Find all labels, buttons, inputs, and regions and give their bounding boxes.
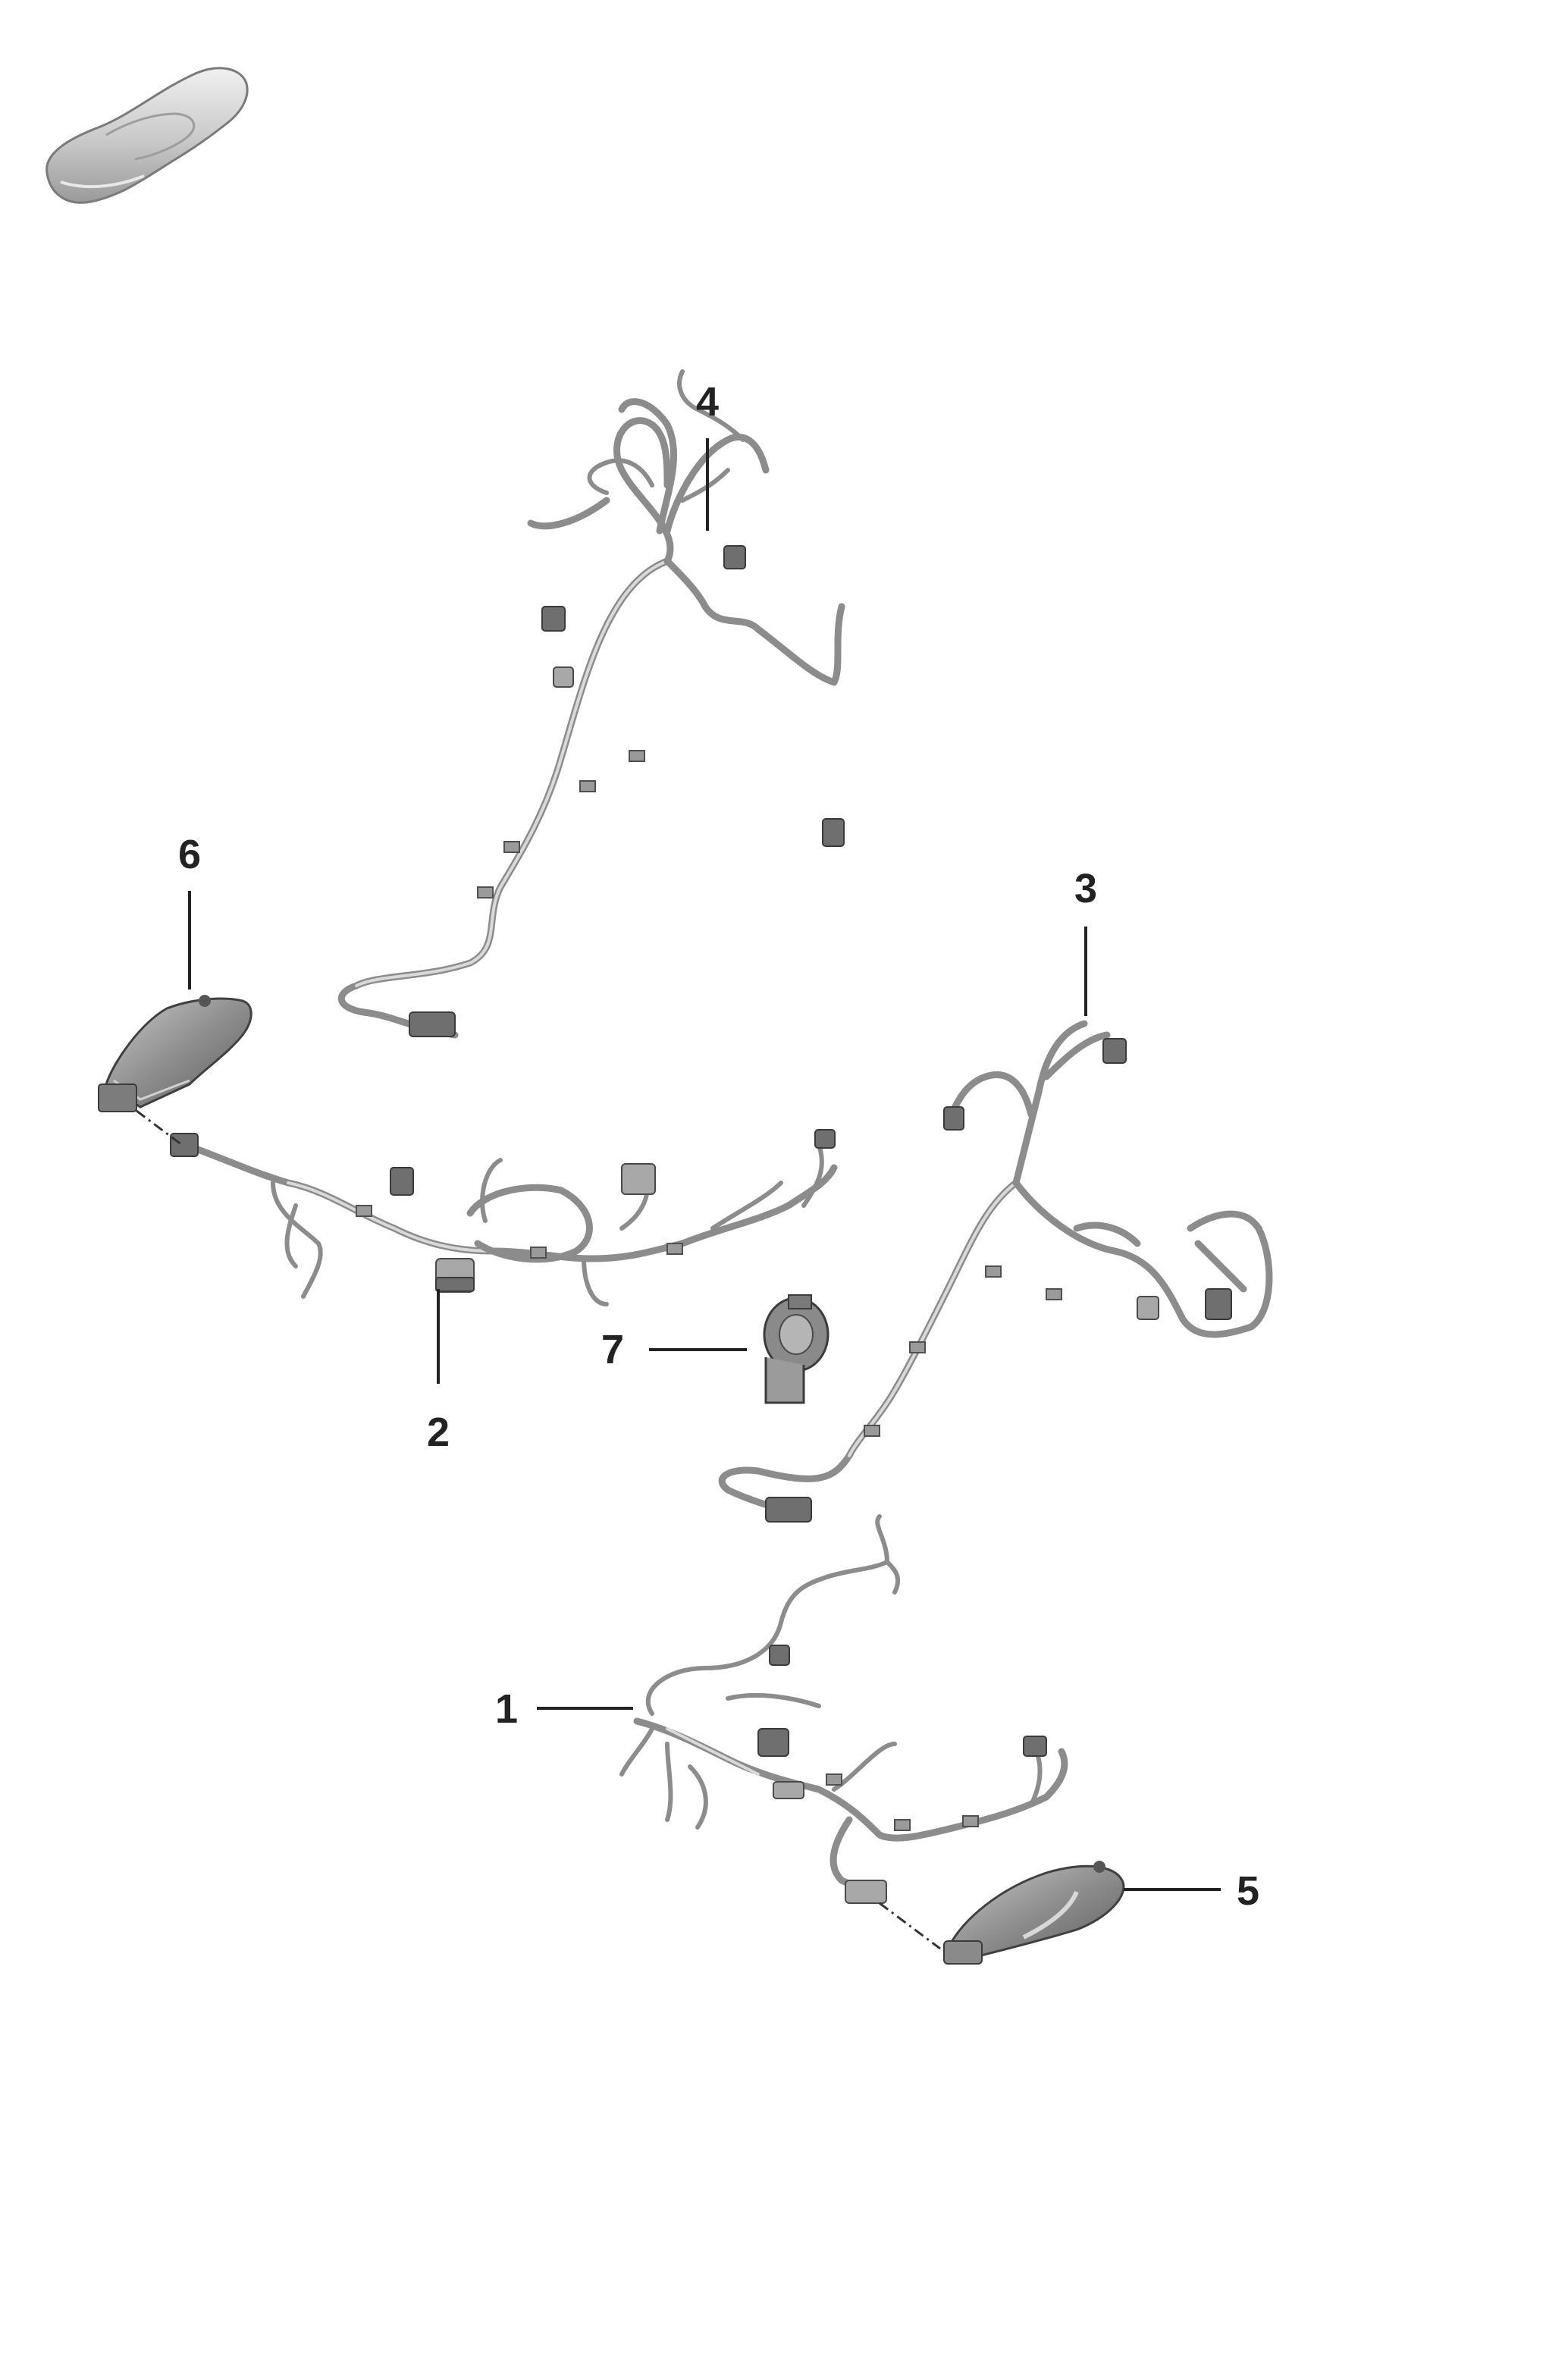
wiring-harness-part-2 [170,1129,838,1306]
callout-1: 1 [495,1686,633,1732]
callout-4: 4 [696,379,719,531]
callout-number-6: 6 [178,832,201,877]
wiring-harness-part-3 [718,1020,1273,1523]
callout-number-7: 7 [601,1327,624,1372]
control-module-part-5 [879,1861,1125,1965]
wiring-harness-part-1 [619,1514,1068,1904]
sensor-part-7 [763,1294,829,1404]
callout-6: 6 [178,832,201,989]
callout-3: 3 [1074,866,1097,1016]
control-module-part-6 [98,995,252,1146]
callout-number-4: 4 [696,379,719,425]
callout-7: 7 [601,1327,747,1372]
wiring-harness-part-4 [337,369,845,1039]
callout-number-2: 2 [427,1410,450,1455]
car-silhouette-icon [45,67,249,204]
callout-number-1: 1 [495,1686,518,1732]
callout-number-5: 5 [1237,1868,1259,1914]
callout-number-3: 3 [1074,866,1097,911]
callout-5: 5 [1124,1868,1259,1914]
callout-2: 2 [427,1289,450,1455]
